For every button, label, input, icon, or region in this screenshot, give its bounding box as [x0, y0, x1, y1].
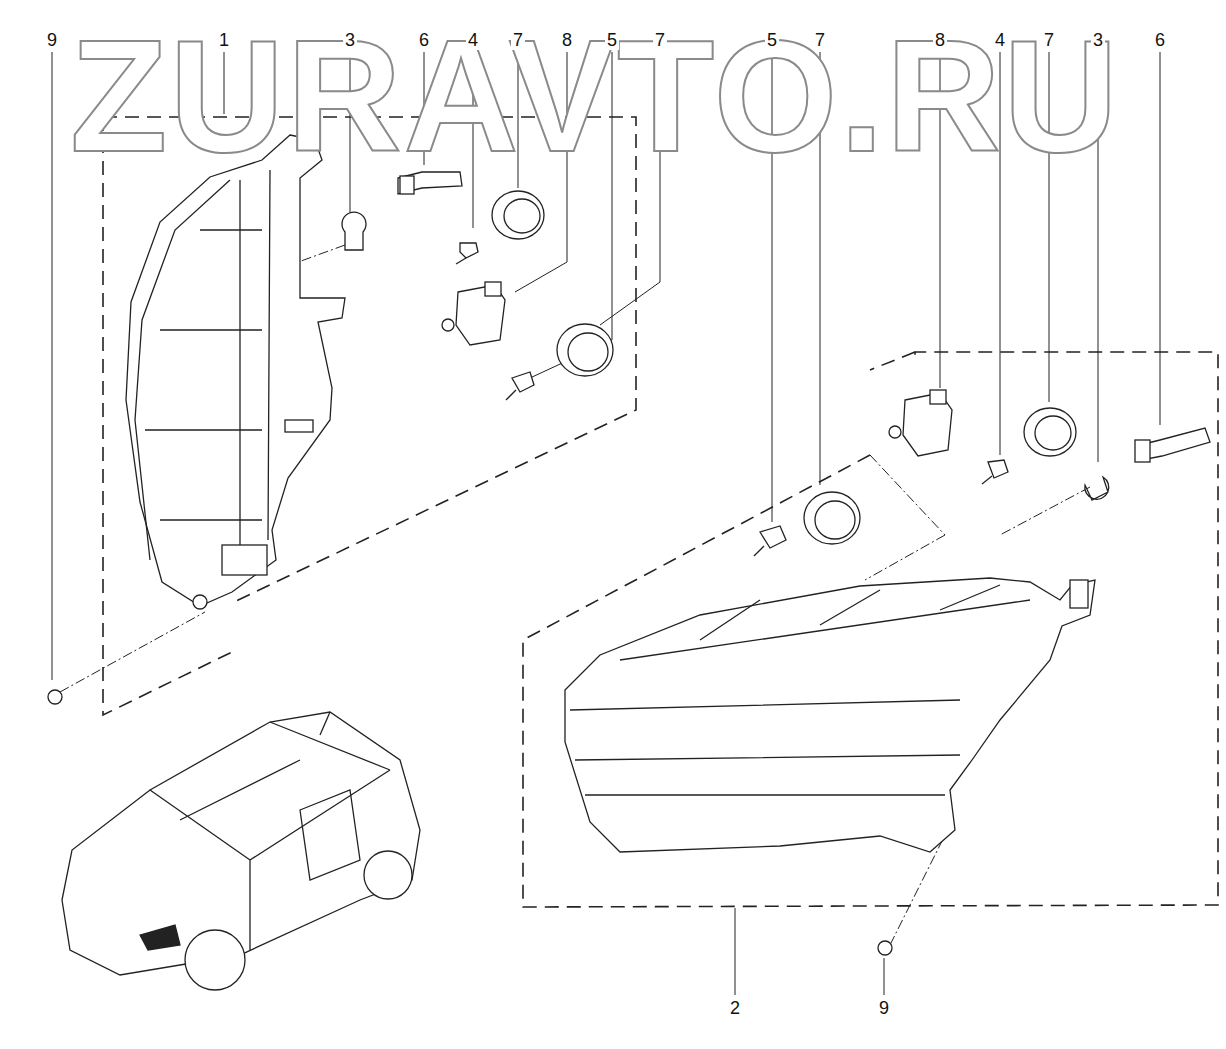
callout-number: 7 — [511, 30, 525, 50]
callout-number: 5 — [765, 30, 779, 50]
callout-number: 4 — [993, 30, 1007, 50]
callout-number: 8 — [933, 30, 947, 50]
callout-number: 6 — [417, 30, 431, 50]
callout-number: 7 — [653, 30, 667, 50]
callout-number: 6 — [1153, 30, 1167, 50]
callout-number: 4 — [466, 30, 480, 50]
callout-number: 1 — [217, 30, 231, 50]
callout-number: 7 — [1042, 30, 1056, 50]
callout-number: 3 — [343, 30, 357, 50]
callout-number: 9 — [877, 998, 891, 1018]
callout-number: 7 — [813, 30, 827, 50]
callout-number: 8 — [560, 30, 574, 50]
callout-number: 9 — [45, 30, 59, 50]
callout-number: 5 — [605, 30, 619, 50]
callout-number: 3 — [1091, 30, 1105, 50]
callout-number: 2 — [728, 998, 742, 1018]
